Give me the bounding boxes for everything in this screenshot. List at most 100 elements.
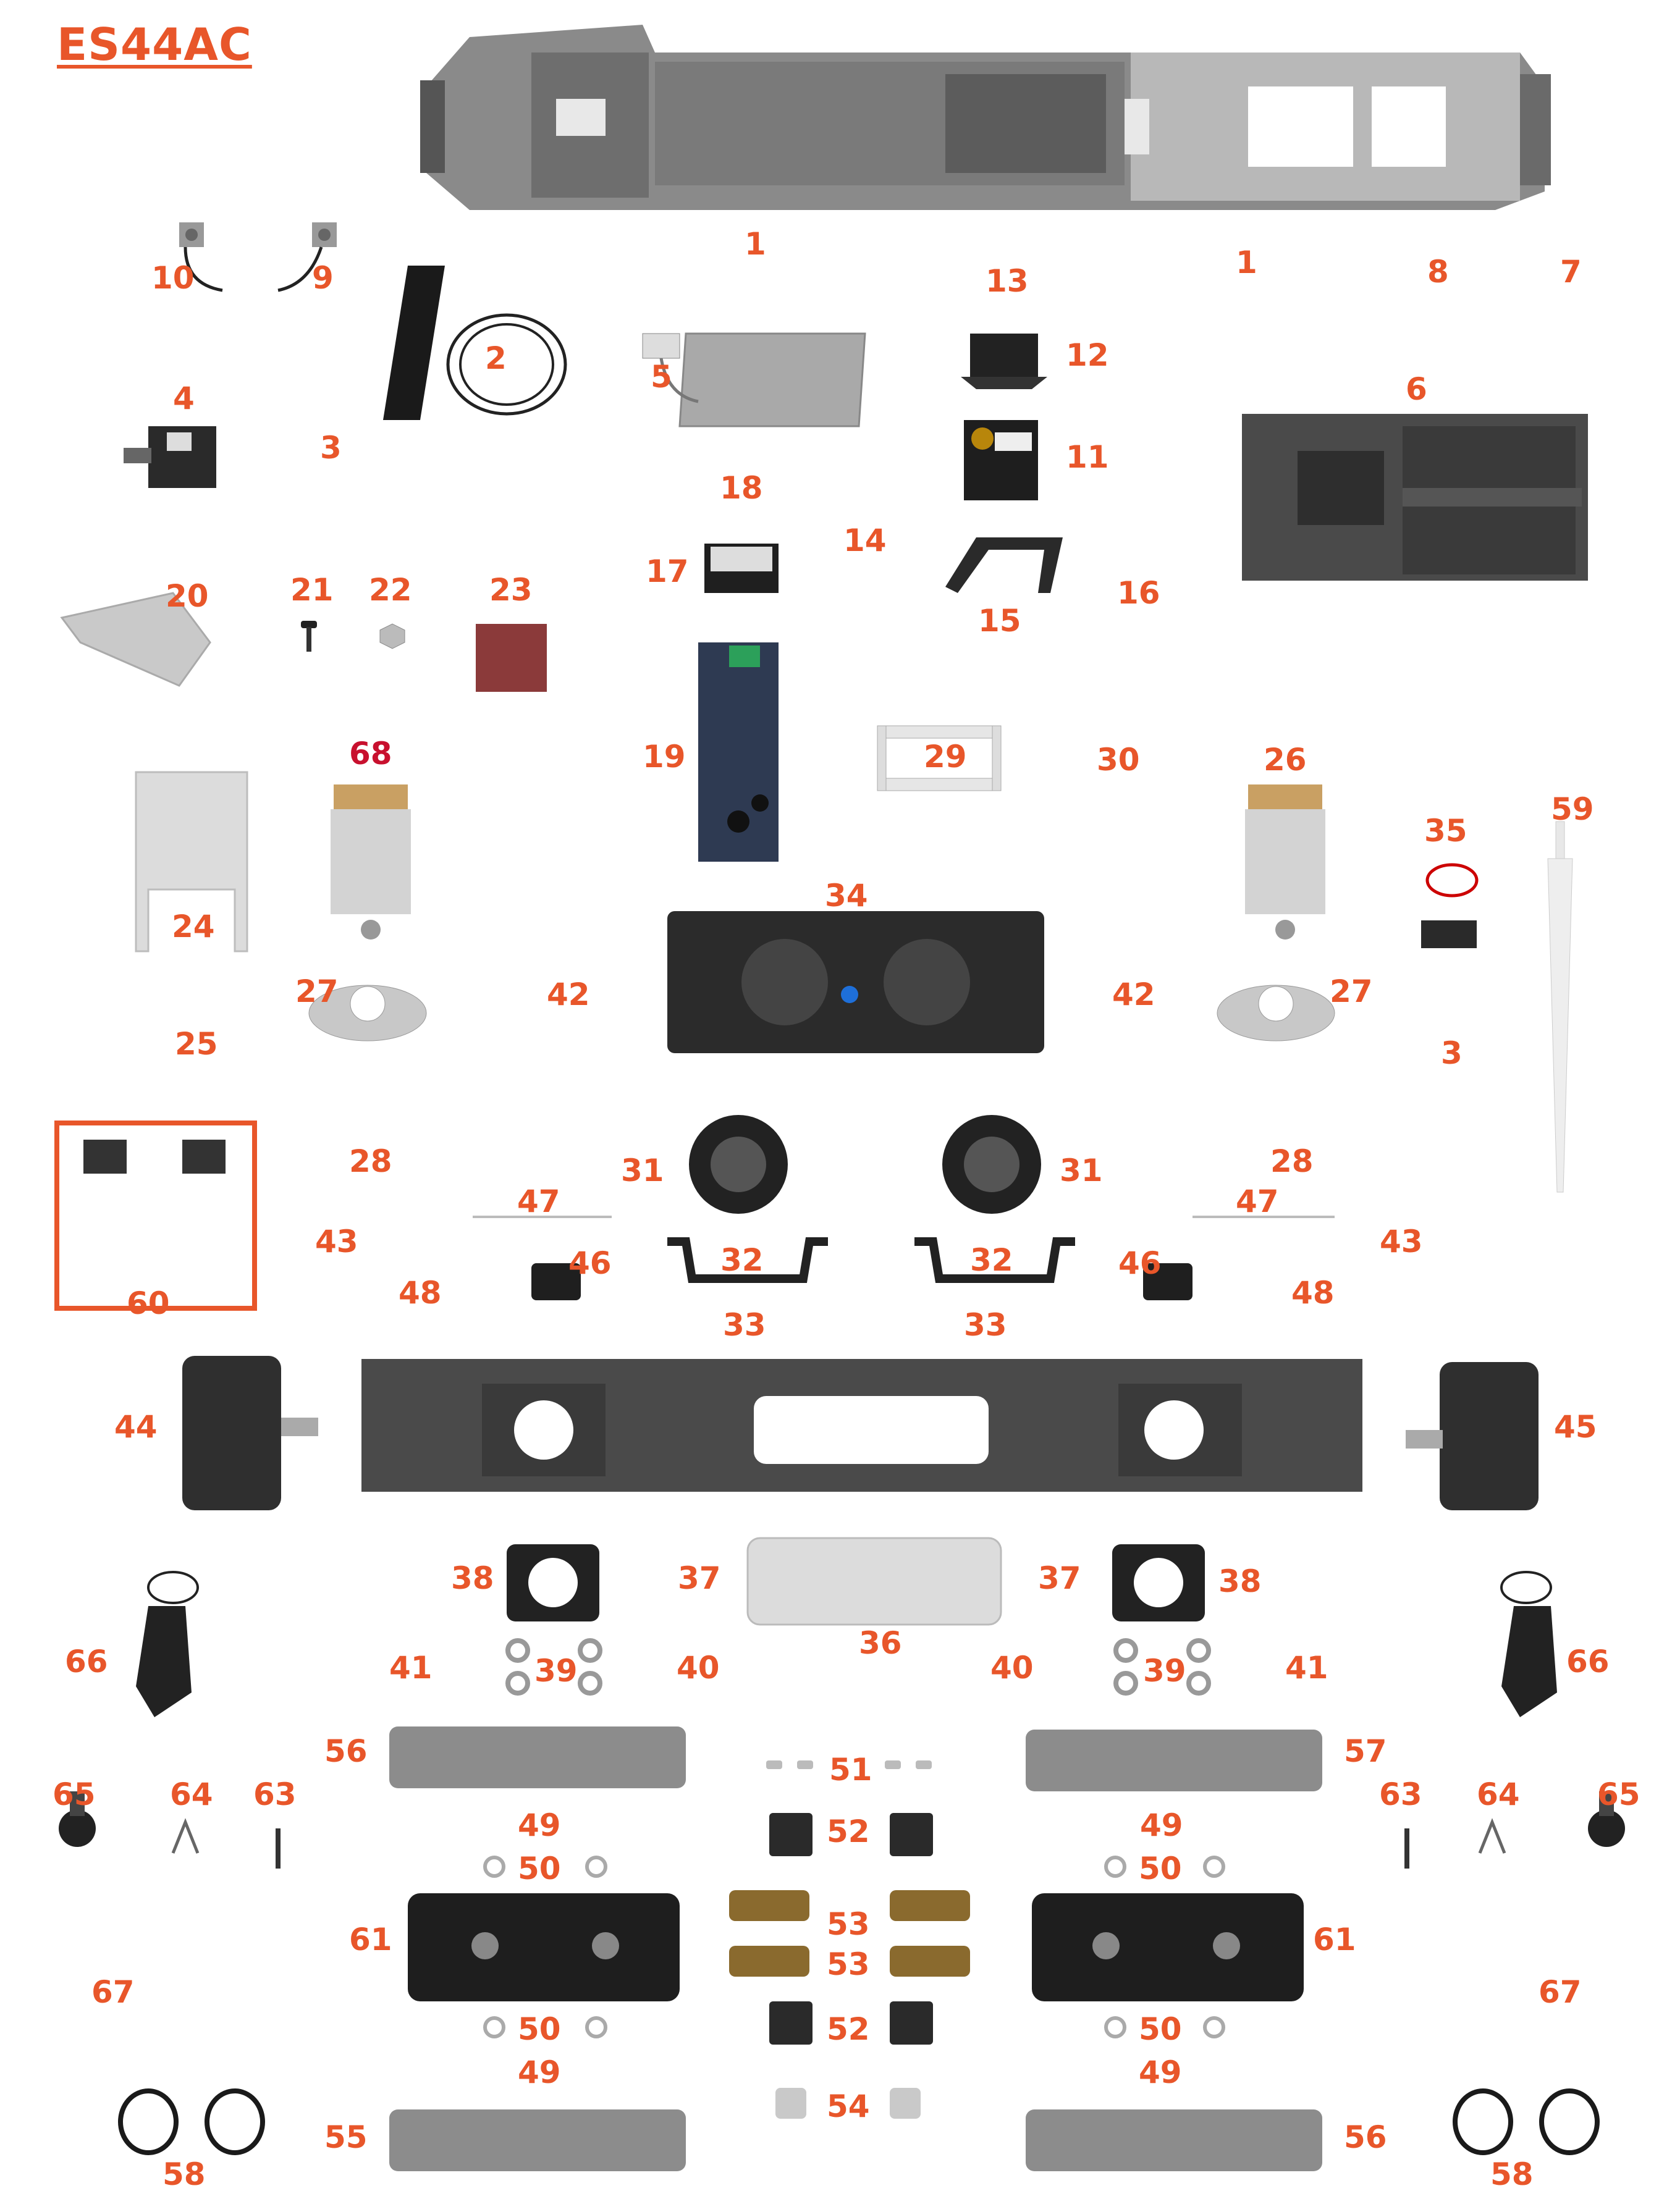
part-label-64: 64 — [170, 1777, 213, 1812]
part-label-33b: 33 — [964, 1307, 1007, 1343]
part-label-3b: 3 — [1441, 1035, 1463, 1071]
part-label-34: 34 — [825, 878, 868, 914]
part-label-50b: 50 — [1139, 1851, 1182, 1886]
part-label-46: 46 — [568, 1245, 612, 1281]
pipette-59 — [1547, 821, 1573, 1193]
sideframe-57 — [1026, 1730, 1322, 1791]
part-label-65: 65 — [53, 1777, 96, 1812]
motor-26 — [1245, 784, 1325, 940]
mount-27b — [1217, 985, 1335, 1041]
part-label-60: 60 — [127, 1285, 170, 1321]
part-label-43: 43 — [315, 1224, 358, 1259]
tires-58 — [118, 2088, 1600, 2155]
part-label-67: 67 — [91, 1974, 135, 2010]
bracket-15 — [945, 537, 1063, 593]
plate-36 — [746, 1537, 1002, 1626]
part-label-13: 13 — [986, 263, 1029, 299]
part-label-2: 2 — [485, 340, 507, 376]
bulb-10 — [179, 222, 223, 292]
part-label-53: 53 — [827, 1906, 870, 1942]
part-label-67b: 67 — [1539, 1974, 1582, 2010]
part-label-28b: 28 — [1270, 1143, 1314, 1179]
part-label-47b: 47 — [1236, 1184, 1279, 1219]
part-label-58b: 58 — [1490, 2156, 1534, 2192]
part-label-4: 4 — [173, 381, 195, 416]
blocks-52 — [769, 1813, 933, 2045]
pilot-45 — [1406, 1362, 1539, 1510]
frame-chassis — [361, 1359, 1362, 1492]
plate-38b — [1112, 1544, 1205, 1621]
part-label-66b: 66 — [1566, 1644, 1610, 1680]
cover-24 — [135, 771, 248, 953]
part-label-44: 44 — [114, 1409, 158, 1445]
part-label-31b: 31 — [1060, 1153, 1103, 1188]
part-label-61b: 61 — [1313, 1922, 1356, 1958]
pin-63 — [276, 1828, 281, 1869]
part-label-42b: 42 — [1112, 977, 1155, 1012]
wheel-65 — [59, 1791, 96, 1847]
speaker-31b — [942, 1115, 1041, 1214]
bulb-9 — [277, 222, 337, 292]
part-label-17: 17 — [646, 553, 689, 589]
enclosure-34 — [667, 911, 1044, 1053]
smoke-unit-11 — [964, 420, 1038, 500]
part-label-16: 16 — [1117, 575, 1160, 611]
part-label-12: 12 — [1066, 337, 1109, 373]
part-label-55: 55 — [324, 2119, 368, 2155]
part-label-33: 33 — [723, 1307, 766, 1343]
screws-51 — [766, 1760, 932, 1769]
mount-27 — [308, 985, 427, 1041]
part-label-32b: 32 — [970, 1242, 1013, 1278]
part-label-53b: 53 — [827, 1946, 870, 1982]
screw-21 — [301, 621, 317, 652]
pilot-44 — [182, 1356, 318, 1510]
locomotive-shell — [420, 25, 1551, 210]
light-board-2 — [383, 266, 567, 420]
part-label-22: 22 — [369, 572, 412, 608]
part-label-48: 48 — [399, 1275, 442, 1311]
part-label-50: 50 — [518, 1851, 561, 1886]
part-label-8: 8 — [1427, 254, 1449, 290]
part-label-42: 42 — [547, 977, 590, 1012]
washers-50 — [483, 1856, 1225, 2038]
truck-61b — [1032, 1893, 1304, 2001]
part-label-50c: 50 — [518, 2011, 561, 2047]
mainboard-19 — [698, 642, 779, 862]
part-label-64b: 64 — [1477, 1777, 1520, 1812]
part-label-39b: 39 — [1143, 1653, 1186, 1689]
part-label-61: 61 — [349, 1922, 392, 1958]
diagram-title: ES44AC — [57, 19, 252, 70]
part-label-30: 30 — [1097, 742, 1140, 778]
washers-39 — [505, 1638, 602, 1696]
bracket-12 — [961, 334, 1047, 389]
part-label-35: 35 — [1424, 813, 1467, 849]
part-label-5: 5 — [651, 359, 672, 395]
wheel-65b — [1588, 1791, 1625, 1847]
part-label-27: 27 — [295, 974, 339, 1009]
bars-29 — [877, 725, 1002, 791]
part-label-39: 39 — [534, 1653, 578, 1689]
part-label-28: 28 — [349, 1143, 392, 1179]
motor-68 — [331, 784, 411, 940]
switch-board-4 — [124, 426, 216, 488]
sideframe-56b — [1026, 2109, 1322, 2171]
strap-32b — [914, 1237, 1075, 1283]
speaker-31 — [689, 1115, 788, 1214]
part-label-63: 63 — [253, 1777, 297, 1812]
part-label-31: 31 — [621, 1153, 664, 1188]
part-label-11: 11 — [1066, 439, 1109, 475]
bushings-54 — [775, 2088, 921, 2119]
pad-23 — [476, 624, 547, 692]
sideframe-56 — [389, 1726, 686, 1788]
part-label-10: 10 — [151, 260, 195, 296]
part-label-23: 23 — [489, 572, 533, 608]
part-label-25: 25 — [175, 1026, 218, 1062]
part-label-52b: 52 — [827, 2011, 870, 2047]
part-label-24: 24 — [172, 909, 215, 944]
spring-64 — [171, 1818, 200, 1854]
bearings-53 — [729, 1890, 970, 1977]
part-label-49b: 49 — [1140, 1807, 1183, 1843]
coupler-66b — [1500, 1571, 1557, 1717]
strap-32 — [667, 1237, 828, 1283]
